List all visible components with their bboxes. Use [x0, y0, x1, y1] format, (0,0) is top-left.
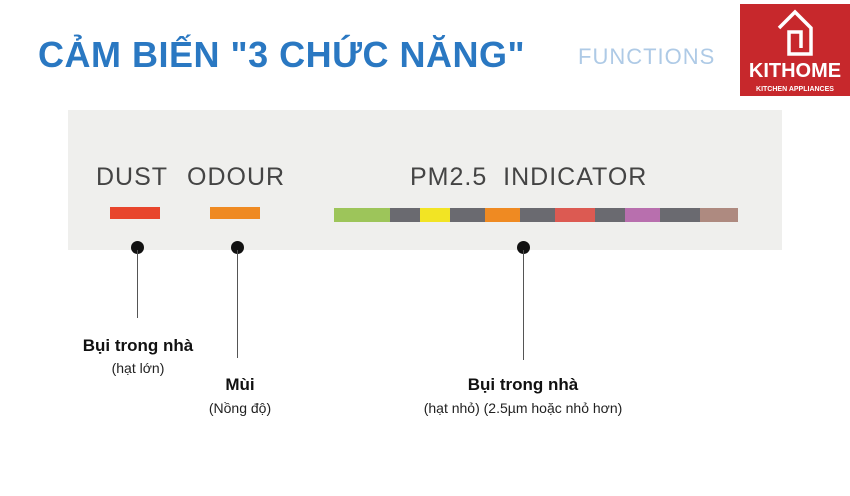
pm25-bar-segment [334, 208, 390, 222]
page-title: CẢM BIẾN "3 CHỨC NĂNG" [38, 34, 526, 75]
pointer-line [523, 250, 524, 360]
pm25-annotation-detail: (hạt nhỏ) (2.5µm hoặc nhỏ hơn) [423, 400, 623, 416]
odour-annotation-title: Mùi [225, 375, 255, 394]
pm25-bar-segment [520, 208, 555, 222]
kithome-logo: KITHOME KITCHEN APPLIANCES [740, 4, 850, 96]
pm25-bar-segment [660, 208, 700, 222]
odour-indicator-led [210, 207, 260, 219]
pointer-dot [517, 241, 530, 254]
dust-indicator-led [110, 207, 160, 219]
pm25-bar-segment [625, 208, 660, 222]
pointer-dot [131, 241, 144, 254]
odour-annotation-detail: (Nồng độ) [208, 400, 272, 416]
pm25-bar-segment [485, 208, 520, 222]
dust-label: DUST [96, 163, 169, 191]
pm25-bar-segment [555, 208, 595, 222]
dust-annotation-detail: (hạt lớn) [111, 360, 165, 376]
pm25-annotation-title: Bụi trong nhà [467, 375, 579, 394]
dust-annotation-title: Bụi trong nhà [82, 336, 194, 355]
faded-text: FUNCTIONS [578, 44, 716, 69]
logo-tagline: KITCHEN APPLIANCES [756, 86, 834, 93]
pm25-bar-segment [420, 208, 450, 222]
pointer-line [137, 250, 138, 318]
house-icon [777, 9, 813, 56]
pm25-bar-segment [390, 208, 420, 222]
sensor-panel [68, 110, 782, 250]
pointer-line [237, 250, 238, 358]
pointer-dot [231, 241, 244, 254]
pm25-bar-segment [700, 208, 738, 222]
pm25-bar-segment [450, 208, 485, 222]
pm25-bar-segment [595, 208, 625, 222]
odour-label: ODOUR [187, 163, 286, 191]
logo-name: KITHOME [748, 60, 842, 82]
pm25-label: PM2.5 INDICATOR [410, 163, 648, 191]
